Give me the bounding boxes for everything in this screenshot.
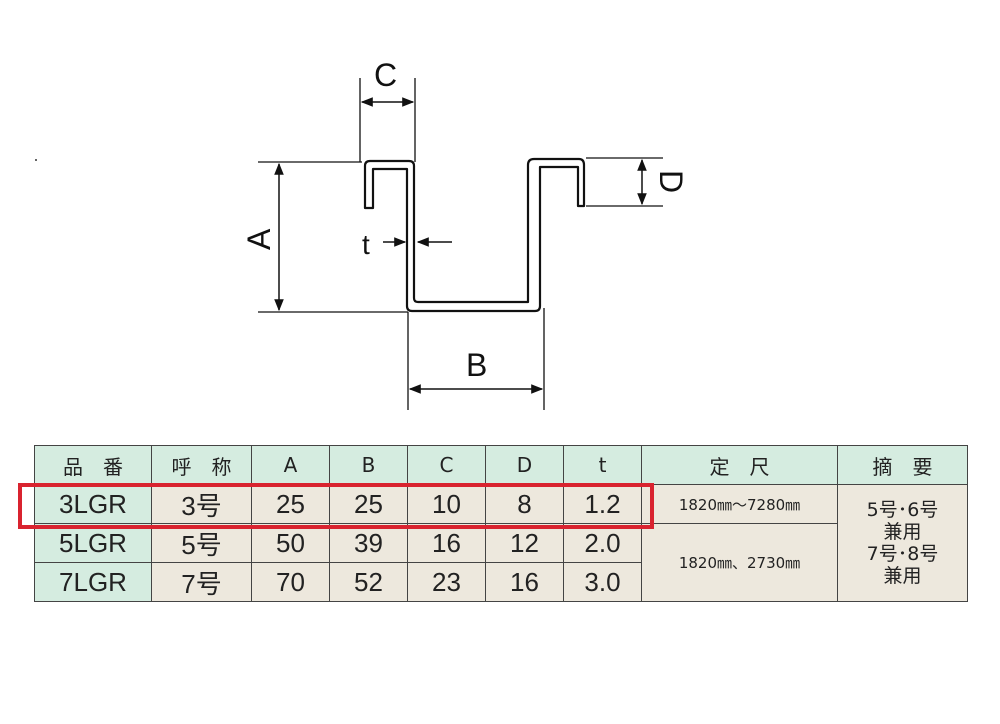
- cell-a: 70: [251, 562, 330, 602]
- cell-nominal: 5号: [151, 523, 252, 563]
- channel-profile: [363, 157, 586, 313]
- remarks-line: 5号･6号: [866, 499, 939, 521]
- header-a: A: [251, 445, 330, 485]
- label-d: D: [653, 170, 689, 193]
- header-b: B: [329, 445, 408, 485]
- cell-a: 25: [251, 484, 330, 524]
- remarks-line: 兼用: [883, 521, 922, 543]
- cell-a: 50: [251, 523, 330, 563]
- table-row: 5LGR 5号 50 39 16 12 2.0 1820㎜、2730㎜: [34, 523, 968, 602]
- cell-c: 16: [407, 523, 486, 563]
- stray-dot: [35, 159, 37, 161]
- cell-nominal: 7号: [151, 562, 252, 602]
- spec-table: 品 番 呼 称 A B C D t 定 尺 摘 要 3LGR 3号 25 25 …: [34, 445, 968, 602]
- cell-d: 16: [485, 562, 564, 602]
- cell-t: 3.0: [563, 562, 642, 602]
- label-c: C: [374, 57, 397, 93]
- cell-remarks: 5号･6号 兼用 7号･8号 兼用: [837, 484, 968, 602]
- cell-length: 1820㎜、2730㎜: [641, 523, 838, 602]
- cell-nominal: 3号: [151, 484, 252, 524]
- cell-b: 25: [329, 484, 408, 524]
- cell-part-no: 7LGR: [34, 562, 152, 602]
- cell-part-no: 3LGR: [34, 484, 152, 524]
- header-remarks: 摘 要: [837, 445, 968, 485]
- cell-t: 1.2: [563, 484, 642, 524]
- cross-section-diagram: C A B D t: [241, 57, 689, 410]
- header-t: t: [563, 445, 642, 485]
- label-t: t: [362, 229, 370, 260]
- label-a: A: [241, 228, 277, 250]
- table-row: 7LGR 7号 70 52 23 16 3.0: [34, 562, 968, 602]
- header-row: 品 番 呼 称 A B C D t 定 尺 摘 要: [34, 445, 968, 485]
- label-b: B: [466, 347, 487, 383]
- cell-part-no: 5LGR: [34, 523, 152, 563]
- cell-d: 12: [485, 523, 564, 563]
- profile-outer: [363, 157, 586, 313]
- header-nominal: 呼 称: [151, 445, 252, 485]
- dimension-lines: [274, 97, 647, 394]
- cell-d: 8: [485, 484, 564, 524]
- remarks-line: 兼用: [883, 565, 922, 587]
- extension-lines: [258, 78, 663, 410]
- cell-t: 2.0: [563, 523, 642, 563]
- header-c: C: [407, 445, 486, 485]
- cell-c: 23: [407, 562, 486, 602]
- remarks-line: 7号･8号: [866, 543, 939, 565]
- cell-c: 10: [407, 484, 486, 524]
- cell-length: 1820㎜〜7280㎜: [641, 484, 838, 524]
- table-row: 3LGR 3号 25 25 10 8 1.2 1820㎜〜7280㎜ 5号･6号…: [34, 484, 968, 602]
- cell-b: 39: [329, 523, 408, 563]
- header-d: D: [485, 445, 564, 485]
- header-part-no: 品 番: [34, 445, 152, 485]
- header-length: 定 尺: [641, 445, 838, 485]
- cell-b: 52: [329, 562, 408, 602]
